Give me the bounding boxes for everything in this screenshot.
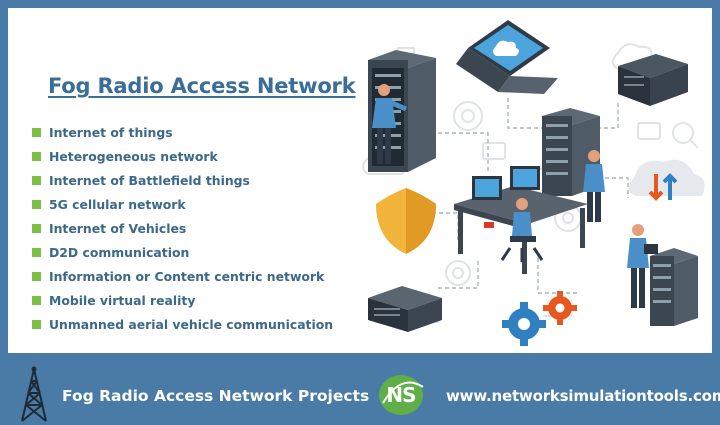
bullet-icon bbox=[32, 247, 41, 257]
topic-label: Information or Content centric network bbox=[49, 268, 325, 284]
topic-label: D2D communication bbox=[49, 244, 190, 260]
network-router bbox=[368, 286, 442, 332]
server-appliance bbox=[618, 54, 688, 106]
operator-seated bbox=[500, 198, 544, 262]
bullet-icon bbox=[32, 199, 41, 209]
topic-label: Internet of Vehicles bbox=[49, 220, 187, 236]
list-item: Internet of Battlefield things bbox=[32, 168, 333, 192]
topic-label: Heterogeneous network bbox=[49, 148, 218, 164]
bullet-icon bbox=[32, 151, 41, 161]
footer-bar: Fog Radio Access Network Projects NS www… bbox=[0, 353, 720, 425]
bullet-icon bbox=[32, 127, 41, 137]
list-item: Mobile virtual reality bbox=[32, 288, 333, 312]
topic-list: Internet of things Heterogeneous network… bbox=[32, 120, 333, 336]
list-item: Internet of things bbox=[32, 120, 333, 144]
radio-tower-icon bbox=[21, 366, 47, 422]
page-title: Fog Radio Access Network bbox=[48, 74, 356, 98]
list-item: Internet of Vehicles bbox=[32, 216, 333, 240]
list-item: D2D communication bbox=[32, 240, 333, 264]
content-panel: Fog Radio Access Network Internet of thi… bbox=[8, 8, 712, 353]
list-item: Heterogeneous network bbox=[32, 144, 333, 168]
topic-label: Mobile virtual reality bbox=[49, 292, 196, 308]
bullet-icon bbox=[32, 175, 41, 185]
ns-logo: NS bbox=[377, 373, 425, 417]
technician-right bbox=[627, 224, 658, 308]
bullet-icon bbox=[32, 223, 41, 233]
workstation-desk bbox=[454, 166, 588, 274]
logo-text: NS bbox=[386, 383, 416, 407]
gears-icon bbox=[502, 291, 577, 346]
security-shield-icon bbox=[376, 188, 436, 254]
laptop-cloud bbox=[456, 20, 558, 94]
topic-label: Unmanned aerial vehicle communication bbox=[49, 316, 334, 332]
bullet-icon bbox=[32, 319, 41, 329]
cloud-sync-icon bbox=[628, 159, 705, 201]
fog-network-illustration bbox=[362, 20, 705, 346]
list-item: Information or Content centric network bbox=[32, 264, 333, 288]
footer-title: Fog Radio Access Network Projects bbox=[62, 387, 370, 405]
bullet-icon bbox=[32, 271, 41, 281]
list-item: Unmanned aerial vehicle communication bbox=[32, 312, 333, 336]
list-item: 5G cellular network bbox=[32, 192, 333, 216]
topic-label: Internet of things bbox=[49, 124, 173, 140]
website-url[interactable]: www.networksimulationtools.com bbox=[446, 387, 720, 405]
technician-center bbox=[583, 150, 605, 222]
topic-label: Internet of Battlefield things bbox=[49, 172, 250, 188]
logo-badge-icon bbox=[379, 375, 424, 415]
bullet-icon bbox=[32, 295, 41, 305]
server-rack-right bbox=[650, 248, 698, 326]
topic-label: 5G cellular network bbox=[49, 196, 186, 212]
technician-left bbox=[372, 84, 407, 164]
